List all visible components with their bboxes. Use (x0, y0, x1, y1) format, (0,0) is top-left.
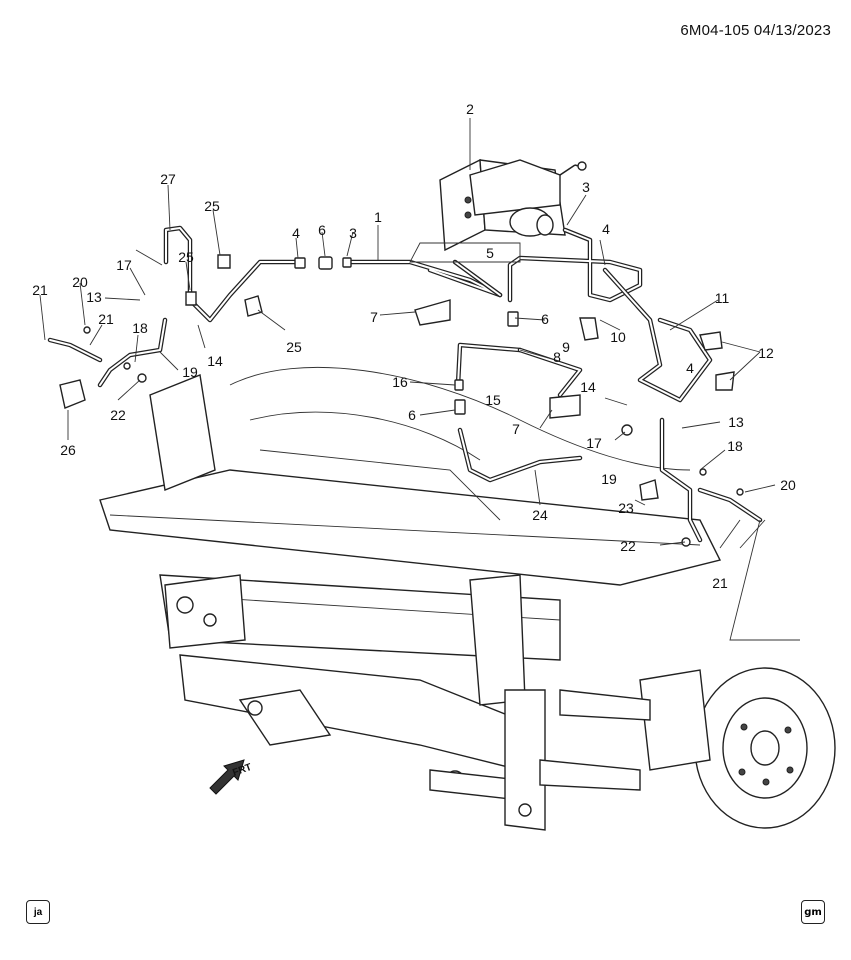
callout-10: 10 (610, 329, 626, 345)
callout-1: 1 (374, 209, 382, 225)
corner-mark-left: ja (26, 900, 50, 924)
callout-16: 16 (392, 374, 408, 390)
callout-25: 25 (204, 198, 220, 214)
callout-3: 3 (582, 179, 590, 195)
callout-12: 12 (758, 345, 774, 361)
callout-17: 17 (116, 257, 132, 273)
callout-6: 6 (318, 222, 326, 238)
callout-4c: 4 (686, 360, 694, 376)
gm-logo-text: gm (804, 906, 822, 918)
callout-9: 9 (562, 339, 570, 355)
callout-22: 22 (110, 407, 126, 423)
brake-pressure-module (439, 158, 587, 252)
callout-23: 23 (618, 500, 634, 516)
callout-4b: 4 (602, 221, 610, 237)
callout-7: 7 (370, 309, 378, 325)
callout-21c: 21 (712, 575, 728, 591)
vehicle-frame (99, 366, 836, 831)
callout-21: 21 (32, 282, 48, 298)
diagram-code-date: 6M04-105 04/13/2023 (680, 22, 831, 39)
callout-6c: 6 (408, 407, 416, 423)
front-arrow-icon: FRT (209, 759, 253, 795)
callout-labels: 1 2 3 3 4 4 4 5 6 6 6 7 7 8 9 10 11 12 1… (32, 101, 796, 591)
callout-19b: 19 (601, 471, 617, 487)
callout-24: 24 (532, 507, 548, 523)
callout-4: 4 (292, 225, 300, 241)
diagram-date: 04/13/2023 (753, 22, 831, 39)
callout-14b: 14 (580, 379, 596, 395)
leader-lines (39, 118, 800, 641)
callout-6b: 6 (541, 311, 549, 327)
callout-13b: 13 (728, 414, 744, 430)
corner-mark-left-text: ja (33, 906, 43, 918)
callout-18: 18 (132, 320, 148, 336)
brake-lines (47, 225, 763, 543)
callout-19: 19 (182, 364, 198, 380)
callout-2: 2 (466, 101, 474, 117)
callout-22b: 22 (620, 538, 636, 554)
callout-20b: 20 (780, 477, 796, 493)
callout-21b: 21 (98, 311, 114, 327)
callout-14: 14 (207, 353, 223, 369)
callout-5: 5 (486, 245, 494, 261)
small-parts (59, 254, 744, 547)
callout-3b: 3 (349, 225, 357, 241)
callout-7b: 7 (512, 421, 520, 437)
callout-17b: 17 (586, 435, 602, 451)
diagram-code: 6M04-105 (680, 22, 750, 39)
callout-25b: 25 (178, 249, 194, 265)
callout-18b: 18 (727, 438, 743, 454)
callout-15: 15 (485, 392, 501, 408)
callout-27: 27 (160, 171, 176, 187)
callout-11: 11 (715, 290, 730, 306)
callout-26: 26 (60, 442, 76, 458)
callout-25c: 25 (286, 339, 302, 355)
callout-13: 13 (86, 289, 102, 305)
gm-logo-icon: gm (801, 900, 825, 924)
callout-20: 20 (72, 274, 88, 290)
callout-8: 8 (553, 349, 561, 365)
